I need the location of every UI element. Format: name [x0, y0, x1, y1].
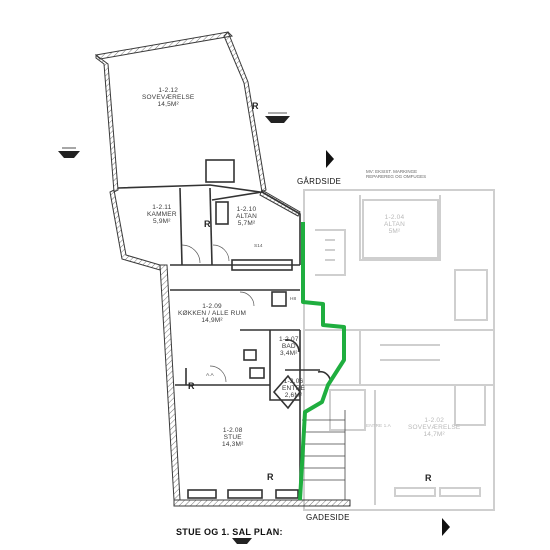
r-marker: R — [188, 381, 195, 391]
courtyard-side-label: GÅRDSIDE — [297, 177, 342, 186]
label-aa: A.A — [206, 373, 214, 378]
interior-walls — [117, 159, 332, 500]
label-entre-1a: ENTRE 1.A — [366, 424, 391, 429]
neighbour-apartment-plan — [303, 189, 495, 511]
room-label-bedroom: 1-2.12 SOVEVÆRELSE 14,5M² — [142, 87, 195, 108]
room-label-bathroom: 1-2.07 BAD 3,4M² — [279, 336, 299, 357]
plan-title: STUE OG 1. SAL PLAN: — [176, 527, 283, 537]
north-arrow-bottom-icon — [442, 518, 450, 536]
staircase — [302, 410, 346, 500]
faded-room-label-bedroom: 1-2.02 SOVEVÆRELSE 14,7M² — [408, 417, 461, 438]
room-label-entre: 1-2.06 ENTRÉ 2,6M² — [282, 378, 306, 399]
r-marker: R — [204, 219, 211, 229]
faded-room-label-altan: 1-2.04 ALTAN 5M² — [384, 214, 405, 235]
r-marker: R — [425, 473, 432, 483]
room-label-altan: 1-2.10 ALTAN 5,7M² — [236, 206, 257, 227]
section-marker-bottom-icon — [232, 538, 252, 544]
apartment-boundary-line — [298, 222, 346, 501]
room-label-living: 1-2.08 STUE 14,3M² — [222, 427, 244, 448]
north-arrow-icon — [326, 150, 334, 168]
section-marker-left-icon — [58, 147, 80, 158]
note-text: MV: EKSIST. MARKINGE REPAREREG OG OMFUGE… — [366, 169, 427, 179]
label-h8: H8 — [290, 297, 297, 302]
r-marker: R — [267, 472, 274, 482]
section-marker-right-icon — [265, 112, 290, 123]
room-label-kitchen: 1-2.09 KØKKEN / ALLE RUM 14,9M² — [178, 303, 247, 324]
label-s14: S14 — [254, 244, 263, 249]
street-side-label: GADESIDE — [306, 513, 350, 522]
r-marker: R — [252, 101, 259, 111]
room-label-kammer: 1-2.11 KAMMER 5,9M² — [147, 204, 177, 225]
door-swings — [181, 244, 255, 383]
